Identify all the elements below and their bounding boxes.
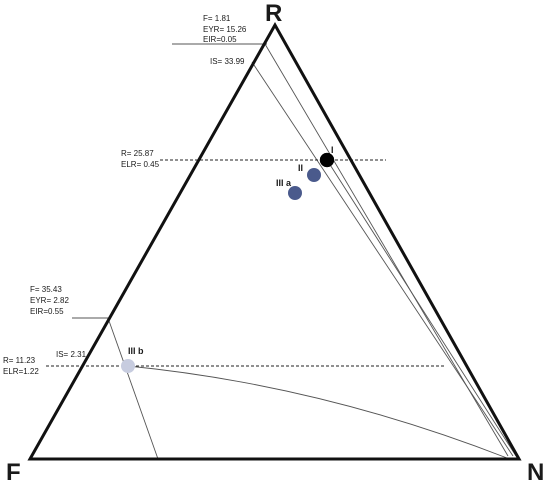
point-iii-a <box>288 186 302 200</box>
left-block-line-3: EIR=0.55 <box>30 307 64 316</box>
r-top-line-2: ELR= 0.45 <box>121 160 160 169</box>
r-top-line-1: R= 25.87 <box>121 149 154 158</box>
point-label-ii: II <box>298 163 303 173</box>
top-block-line-3: EIR=0.05 <box>203 35 237 44</box>
point-label-iii-b: III b <box>128 346 144 356</box>
point-label-iii-a: III a <box>276 178 292 188</box>
vertex-label-right: N <box>527 459 544 486</box>
r-bottom-line-2: ELR=1.22 <box>3 367 39 376</box>
line-is-top-to-n <box>251 61 514 457</box>
left-block-line-2: EYR= 2.82 <box>30 296 69 305</box>
top-block-line-1: F= 1.81 <box>203 14 231 23</box>
r-bottom-line-1: R= 11.23 <box>3 356 36 365</box>
is-bottom-label: IS= 2.31 <box>56 350 87 359</box>
vertex-label-left: F <box>6 459 21 486</box>
point-i <box>319 152 335 168</box>
point-ii <box>307 168 321 182</box>
point-label-i: I <box>331 145 334 155</box>
ternary-triangle <box>27 21 522 461</box>
point-iii-b <box>121 359 135 373</box>
is-top-label: IS= 33.99 <box>210 57 245 66</box>
left-block-line-1: F= 35.43 <box>30 285 62 294</box>
line-f-left-to-bottom <box>107 317 159 460</box>
vertex-label-top: R <box>265 0 282 27</box>
line-point-i-to-n <box>326 159 517 457</box>
curve-iiib-to-n <box>127 365 508 459</box>
top-block-line-2: EYR= 15.26 <box>203 25 247 34</box>
